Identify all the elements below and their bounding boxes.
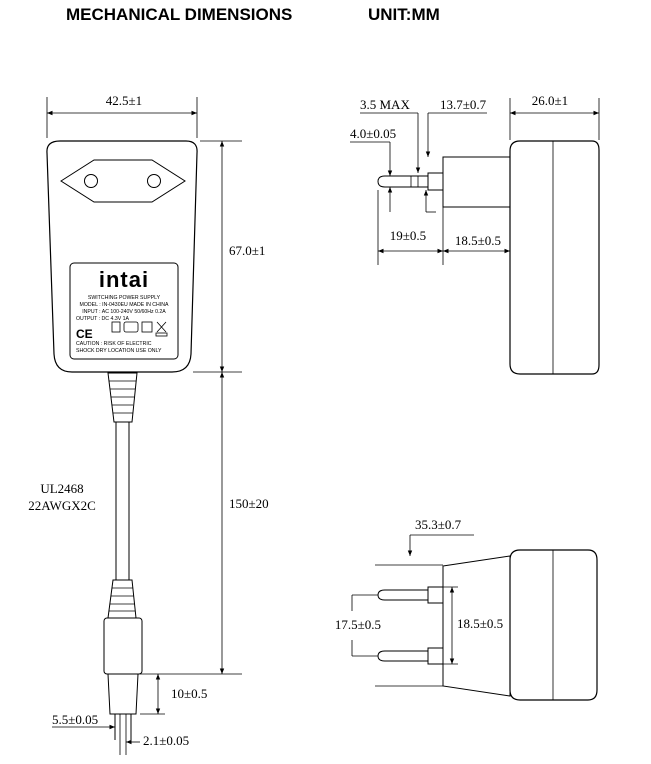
label-line-2: MODEL : IN-0430EU MADE IN CHINA xyxy=(80,302,169,308)
weee-bin-icon xyxy=(156,321,167,333)
plug-base-block xyxy=(442,555,511,697)
label-plate xyxy=(69,262,179,360)
pin-shoulder-lower xyxy=(427,647,444,665)
dc-boot-ribs xyxy=(109,587,135,612)
dim-tip-inner: 2.1±0.05 xyxy=(143,733,189,748)
dc-plug-neck xyxy=(107,673,139,715)
dim-pin-spacing: 17.5±0.5 xyxy=(335,617,381,632)
adapter-side-body xyxy=(509,140,600,375)
dim-side-depth: 26.0±1 xyxy=(532,93,568,108)
ce-mark: CE xyxy=(76,327,93,341)
dim-cable-length: 150±20 xyxy=(229,496,269,511)
cert-mark-icon xyxy=(123,321,139,333)
dim-top-width: 35.3±0.7 xyxy=(415,517,462,532)
front-view: intai SWITCHING POWER SUPPLY MODEL : IN-… xyxy=(28,93,269,755)
pin-shoulder xyxy=(427,172,444,191)
strain-relief xyxy=(107,372,138,423)
side-view: 26.0±1 3.5 MAX 13.7±0.7 4.0±0.05 19±0.5 … xyxy=(350,93,600,375)
dc-plug-boot xyxy=(107,579,137,619)
cert-mark-icon xyxy=(111,321,121,333)
plug-base-block xyxy=(442,156,511,208)
strain-relief-ribs xyxy=(109,380,136,414)
brand-logo: intai xyxy=(99,267,149,292)
dim-pin-length: 19±0.5 xyxy=(390,228,426,243)
label-caution-2: SHOCK DRY LOCATION USE ONLY xyxy=(76,348,162,354)
top-view: 35.3±0.7 17.5±0.5 18.5±0.5 xyxy=(335,517,598,701)
label-line-4: OUTPUT : DC 4.3V 1A xyxy=(76,316,129,322)
dim-pin-offset: 3.5 MAX xyxy=(360,97,410,112)
dim-front-width: 42.5±1 xyxy=(106,93,142,108)
plug-face-outline xyxy=(60,159,186,203)
dim-top-base: 18.5±0.5 xyxy=(457,616,503,631)
label-line-1: SWITCHING POWER SUPPLY xyxy=(88,295,161,301)
dim-tip-length: 10±0.5 xyxy=(171,686,207,701)
pin-shoulder-upper xyxy=(427,586,444,604)
adapter-top-body xyxy=(509,549,598,701)
label-line-3: INPUT : AC 100-240V 50/60Hz 0.2A xyxy=(82,309,166,315)
cable-spec-line-1: UL2468 xyxy=(40,481,83,496)
pin-shaft xyxy=(377,175,428,188)
plug-pin-hole-left xyxy=(84,174,98,188)
pin-shaft-upper xyxy=(377,589,428,601)
dim-pin-shoulder: 13.7±0.7 xyxy=(440,97,487,112)
pin-shaft-lower xyxy=(377,650,428,662)
unit-label: UNIT:MM xyxy=(368,5,440,24)
dim-pin-dia: 4.0±0.05 xyxy=(350,126,396,141)
dim-base-length: 18.5±0.5 xyxy=(455,233,501,248)
adapter-front-body xyxy=(46,140,198,373)
cable-spec-line-2: 22AWGX2C xyxy=(28,498,96,513)
label-caution-1: CAUTION : RISK OF ELECTRIC xyxy=(76,341,152,347)
dim-front-height: 67.0±1 xyxy=(229,243,265,258)
plug-pin-hole-right xyxy=(147,174,161,188)
drawing-title: MECHANICAL DIMENSIONS xyxy=(66,5,292,24)
cert-mark-icon xyxy=(141,321,153,333)
dc-plug-body xyxy=(103,617,143,675)
dim-tip-outer: 5.5±0.05 xyxy=(52,712,98,727)
weee-bar-icon xyxy=(155,332,168,337)
